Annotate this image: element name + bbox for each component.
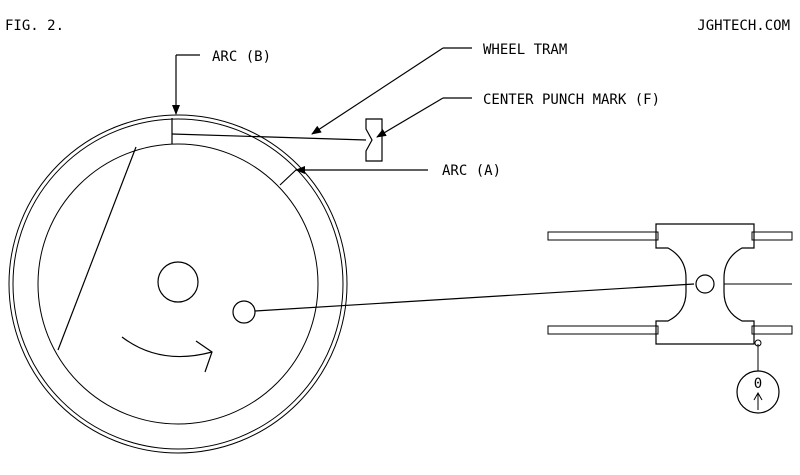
center-punch-label: CENTER PUNCH MARK (F)	[483, 92, 660, 108]
indicator-tip	[754, 339, 762, 347]
wheel-pivot-hole	[232, 300, 256, 324]
center-punch-leader	[376, 97, 444, 138]
rotation-arrow-icon	[121, 336, 213, 373]
wheel-outer-rim	[8, 114, 348, 454]
wheel-outer-rim-inner	[12, 118, 344, 450]
lower-right-rail	[751, 325, 793, 335]
center-punch-mark	[365, 118, 383, 162]
indicator-arrow-icon	[753, 391, 763, 410]
arc-a-mark	[279, 168, 298, 186]
dial-indicator	[736, 370, 780, 414]
tram-body	[655, 223, 755, 345]
upper-left-rail	[547, 231, 659, 241]
tram-tool: 0	[547, 223, 793, 414]
wheel	[8, 114, 348, 454]
tram-pivot	[695, 274, 715, 294]
arc-a-label: ARC (A)	[442, 163, 501, 179]
dial-digit: 0	[754, 376, 762, 392]
wheel-chord-line	[57, 146, 137, 351]
wheel-tram-label: WHEEL TRAM	[483, 42, 567, 58]
upper-right-rail	[751, 231, 793, 241]
tram-pivot-line	[254, 283, 695, 312]
tram-bar	[171, 133, 367, 141]
lower-left-rail	[547, 325, 659, 335]
wheel-tram-leader	[311, 47, 444, 135]
site-label: JGHTECH.COM	[697, 18, 790, 34]
arc-b-label: ARC (B)	[212, 49, 271, 65]
figure-label: FIG. 2.	[5, 18, 64, 34]
wheel-inner-rim	[37, 143, 319, 425]
wheel-hub	[157, 261, 199, 303]
